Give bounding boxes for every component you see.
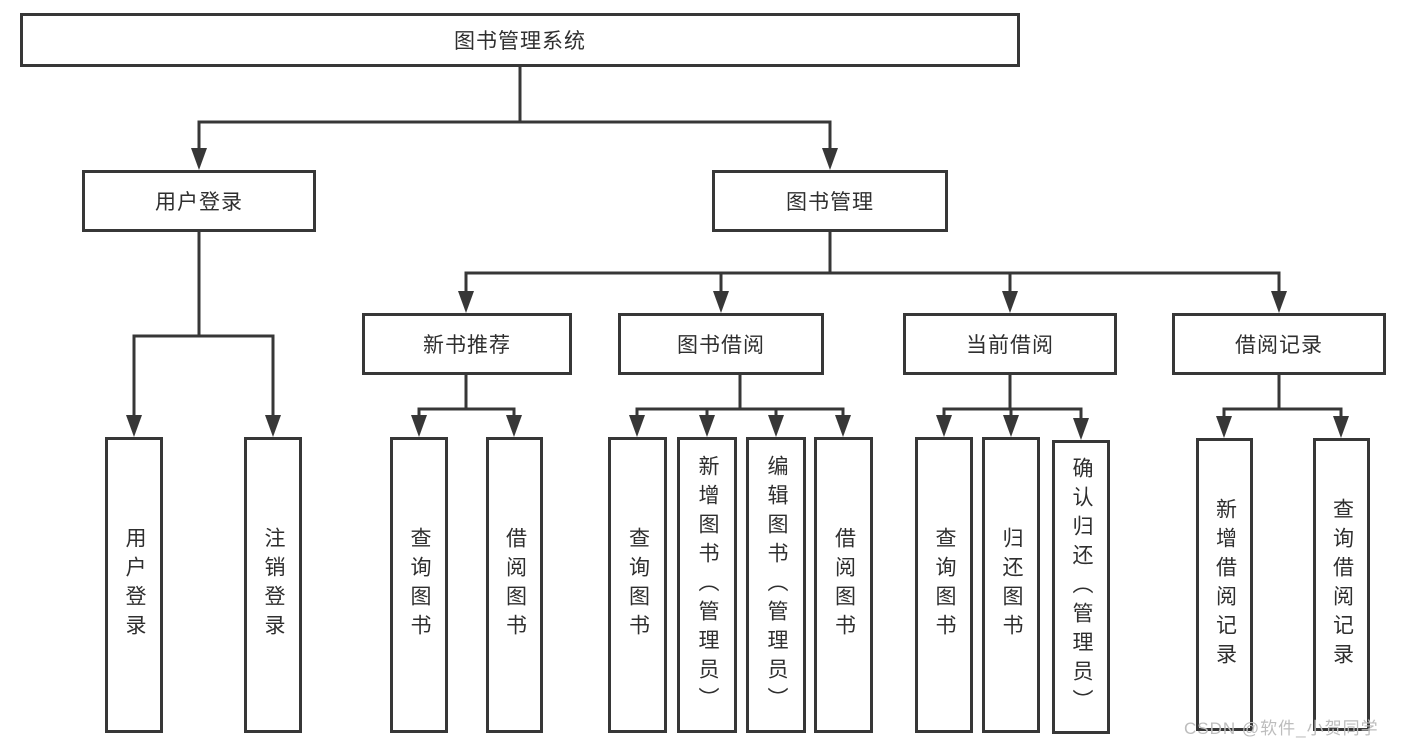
arrowhead <box>458 291 474 313</box>
leaf-add-book-admin: 新增图书（管理员） <box>677 437 737 733</box>
node-book-management: 图书管理 <box>712 170 948 232</box>
leaf-edit-book-admin: 编辑图书（管理员） <box>746 437 806 733</box>
leaf-query-books-borrow: 查询图书 <box>608 437 667 733</box>
arrowhead <box>191 148 207 170</box>
arrowhead <box>506 415 522 437</box>
arrowhead <box>699 415 715 437</box>
node-book-borrow: 图书借阅 <box>618 313 824 375</box>
watermark: CSDN @软件_小贺同学 <box>1184 719 1379 738</box>
leaf-logout-login: 注销登录 <box>244 437 302 733</box>
node-current-borrow: 当前借阅 <box>903 313 1117 375</box>
arrowhead <box>1073 418 1089 440</box>
leaf-return-book: 归还图书 <box>982 437 1040 733</box>
arrowhead <box>1003 415 1019 437</box>
node-library-management-system: 图书管理系统 <box>20 13 1020 67</box>
node-user-login: 用户登录 <box>82 170 316 232</box>
leaf-confirm-return-admin: 确认归还（管理员） <box>1052 440 1110 734</box>
arrowhead <box>835 415 851 437</box>
arrowhead <box>1271 291 1287 313</box>
leaf-borrow-books: 借阅图书 <box>814 437 873 733</box>
arrowhead <box>265 415 281 437</box>
leaf-query-books-recommend: 查询图书 <box>390 437 448 733</box>
arrowhead <box>1333 416 1349 438</box>
leaf-query-borrow-record: 查询借阅记录 <box>1313 438 1370 731</box>
arrowhead <box>822 148 838 170</box>
node-borrow-records: 借阅记录 <box>1172 313 1386 375</box>
arrowhead <box>1002 291 1018 313</box>
arrowhead <box>1216 416 1232 438</box>
arrowhead <box>713 291 729 313</box>
arrowhead <box>411 415 427 437</box>
leaf-user-login: 用户登录 <box>105 437 163 733</box>
arrowhead <box>629 415 645 437</box>
arrowhead <box>126 415 142 437</box>
arrowhead <box>768 415 784 437</box>
leaf-borrow-books-recommend: 借阅图书 <box>486 437 543 733</box>
leaf-query-books-current: 查询图书 <box>915 437 973 733</box>
arrowhead <box>936 415 952 437</box>
node-new-book-recommend: 新书推荐 <box>362 313 572 375</box>
leaf-add-borrow-record: 新增借阅记录 <box>1196 438 1253 731</box>
